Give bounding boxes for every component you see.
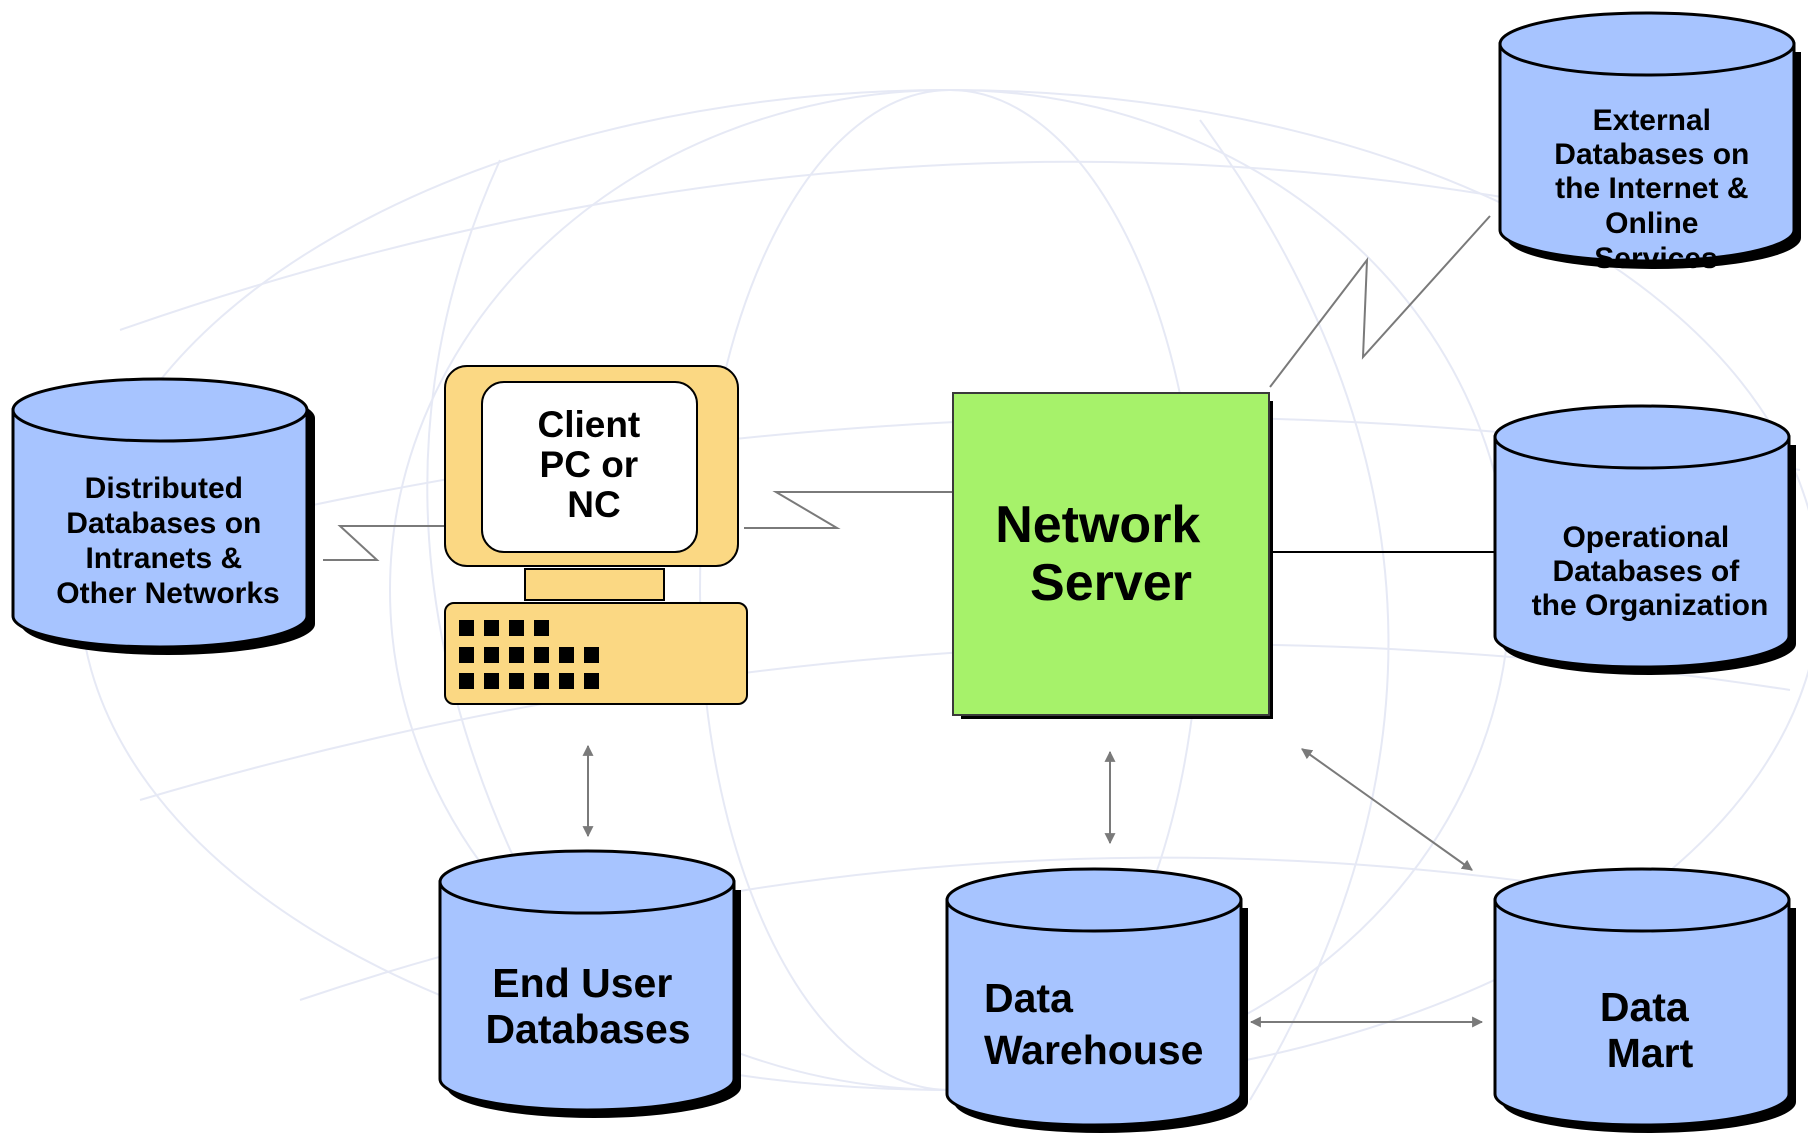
database-cylinder-icon <box>438 880 736 1112</box>
db-label-line: Operational <box>1562 521 1729 554</box>
server-box <box>952 392 1270 716</box>
database-operational[interactable]: Operational Databases of the Organizatio… <box>1493 404 1796 675</box>
arrow-server-mart <box>1301 748 1473 871</box>
database-distributed[interactable]: Distributed Databases on Intranets & Oth… <box>11 377 315 655</box>
db-label-line: Databases on <box>66 507 261 540</box>
svg-text:Client PC or NC: Client PC or NC <box>537 404 650 525</box>
client-computer[interactable]: Client PC or NC <box>444 365 748 705</box>
desktop-computer-icon <box>444 365 748 705</box>
database-end-user[interactable]: End User Databases <box>438 849 741 1118</box>
database-mart[interactable]: Data Mart <box>1493 867 1796 1133</box>
server-label-line: Server <box>1030 554 1192 612</box>
client-label-line: NC <box>567 484 620 525</box>
connectors <box>323 215 1494 1028</box>
db-label-line: Online <box>1605 207 1698 240</box>
svg-text:External Databases on: External Databases on the Internet & Onl… <box>1554 104 1757 275</box>
database-warehouse[interactable]: Data Warehouse <box>945 867 1248 1133</box>
svg-text:Operational Databases of: Operational Databases of the Organizatio… <box>1532 521 1769 622</box>
db-label-line: Databases <box>485 1006 690 1052</box>
database-external[interactable]: External Databases on the Internet & Onl… <box>1498 11 1801 275</box>
svg-text:Data Warehouse: Data Warehouse <box>984 975 1203 1073</box>
db-label-line: Other Networks <box>56 577 279 610</box>
db-label-line: Databases on <box>1554 138 1749 171</box>
db-label-line: External <box>1593 104 1711 137</box>
zigzag-link-client-server <box>744 491 952 529</box>
svg-text:Data Mart: Data Mart <box>1600 984 1700 1076</box>
zigzag-link-server-external <box>1269 215 1491 388</box>
db-label-line: the Internet & <box>1555 172 1748 205</box>
client-label-line: Client <box>537 404 640 445</box>
db-label-line: Warehouse <box>984 1027 1203 1073</box>
db-label-line: Data <box>984 975 1074 1021</box>
svg-text:Network Server: Network Server <box>995 496 1215 612</box>
db-label-line: End User <box>492 960 672 1006</box>
db-label-line: Distributed <box>85 472 243 505</box>
zigzag-link-distributed-client <box>323 525 444 561</box>
network-server[interactable]: Network Server <box>952 392 1273 719</box>
database-cylinder-icon <box>1498 42 1796 263</box>
db-label-line: the Organization <box>1532 589 1769 622</box>
db-label-line: Mart <box>1607 1030 1694 1076</box>
database-cylinder-icon <box>1493 898 1791 1127</box>
client-label-line: PC or <box>540 444 639 485</box>
server-label-line: Network <box>995 496 1200 554</box>
db-label-line: Intranets & <box>85 542 242 575</box>
db-label-line: Databases of <box>1552 555 1740 588</box>
db-label-line: Data <box>1600 984 1690 1030</box>
db-label-line: Services <box>1594 242 1717 275</box>
database-cylinder-icon <box>1493 435 1791 669</box>
database-cylinder-icon <box>945 898 1243 1127</box>
svg-text:End User Databases: End User Databases <box>485 960 690 1052</box>
svg-text:Distributed Databases on: Distributed Databases on Intranets & Oth… <box>56 472 279 610</box>
